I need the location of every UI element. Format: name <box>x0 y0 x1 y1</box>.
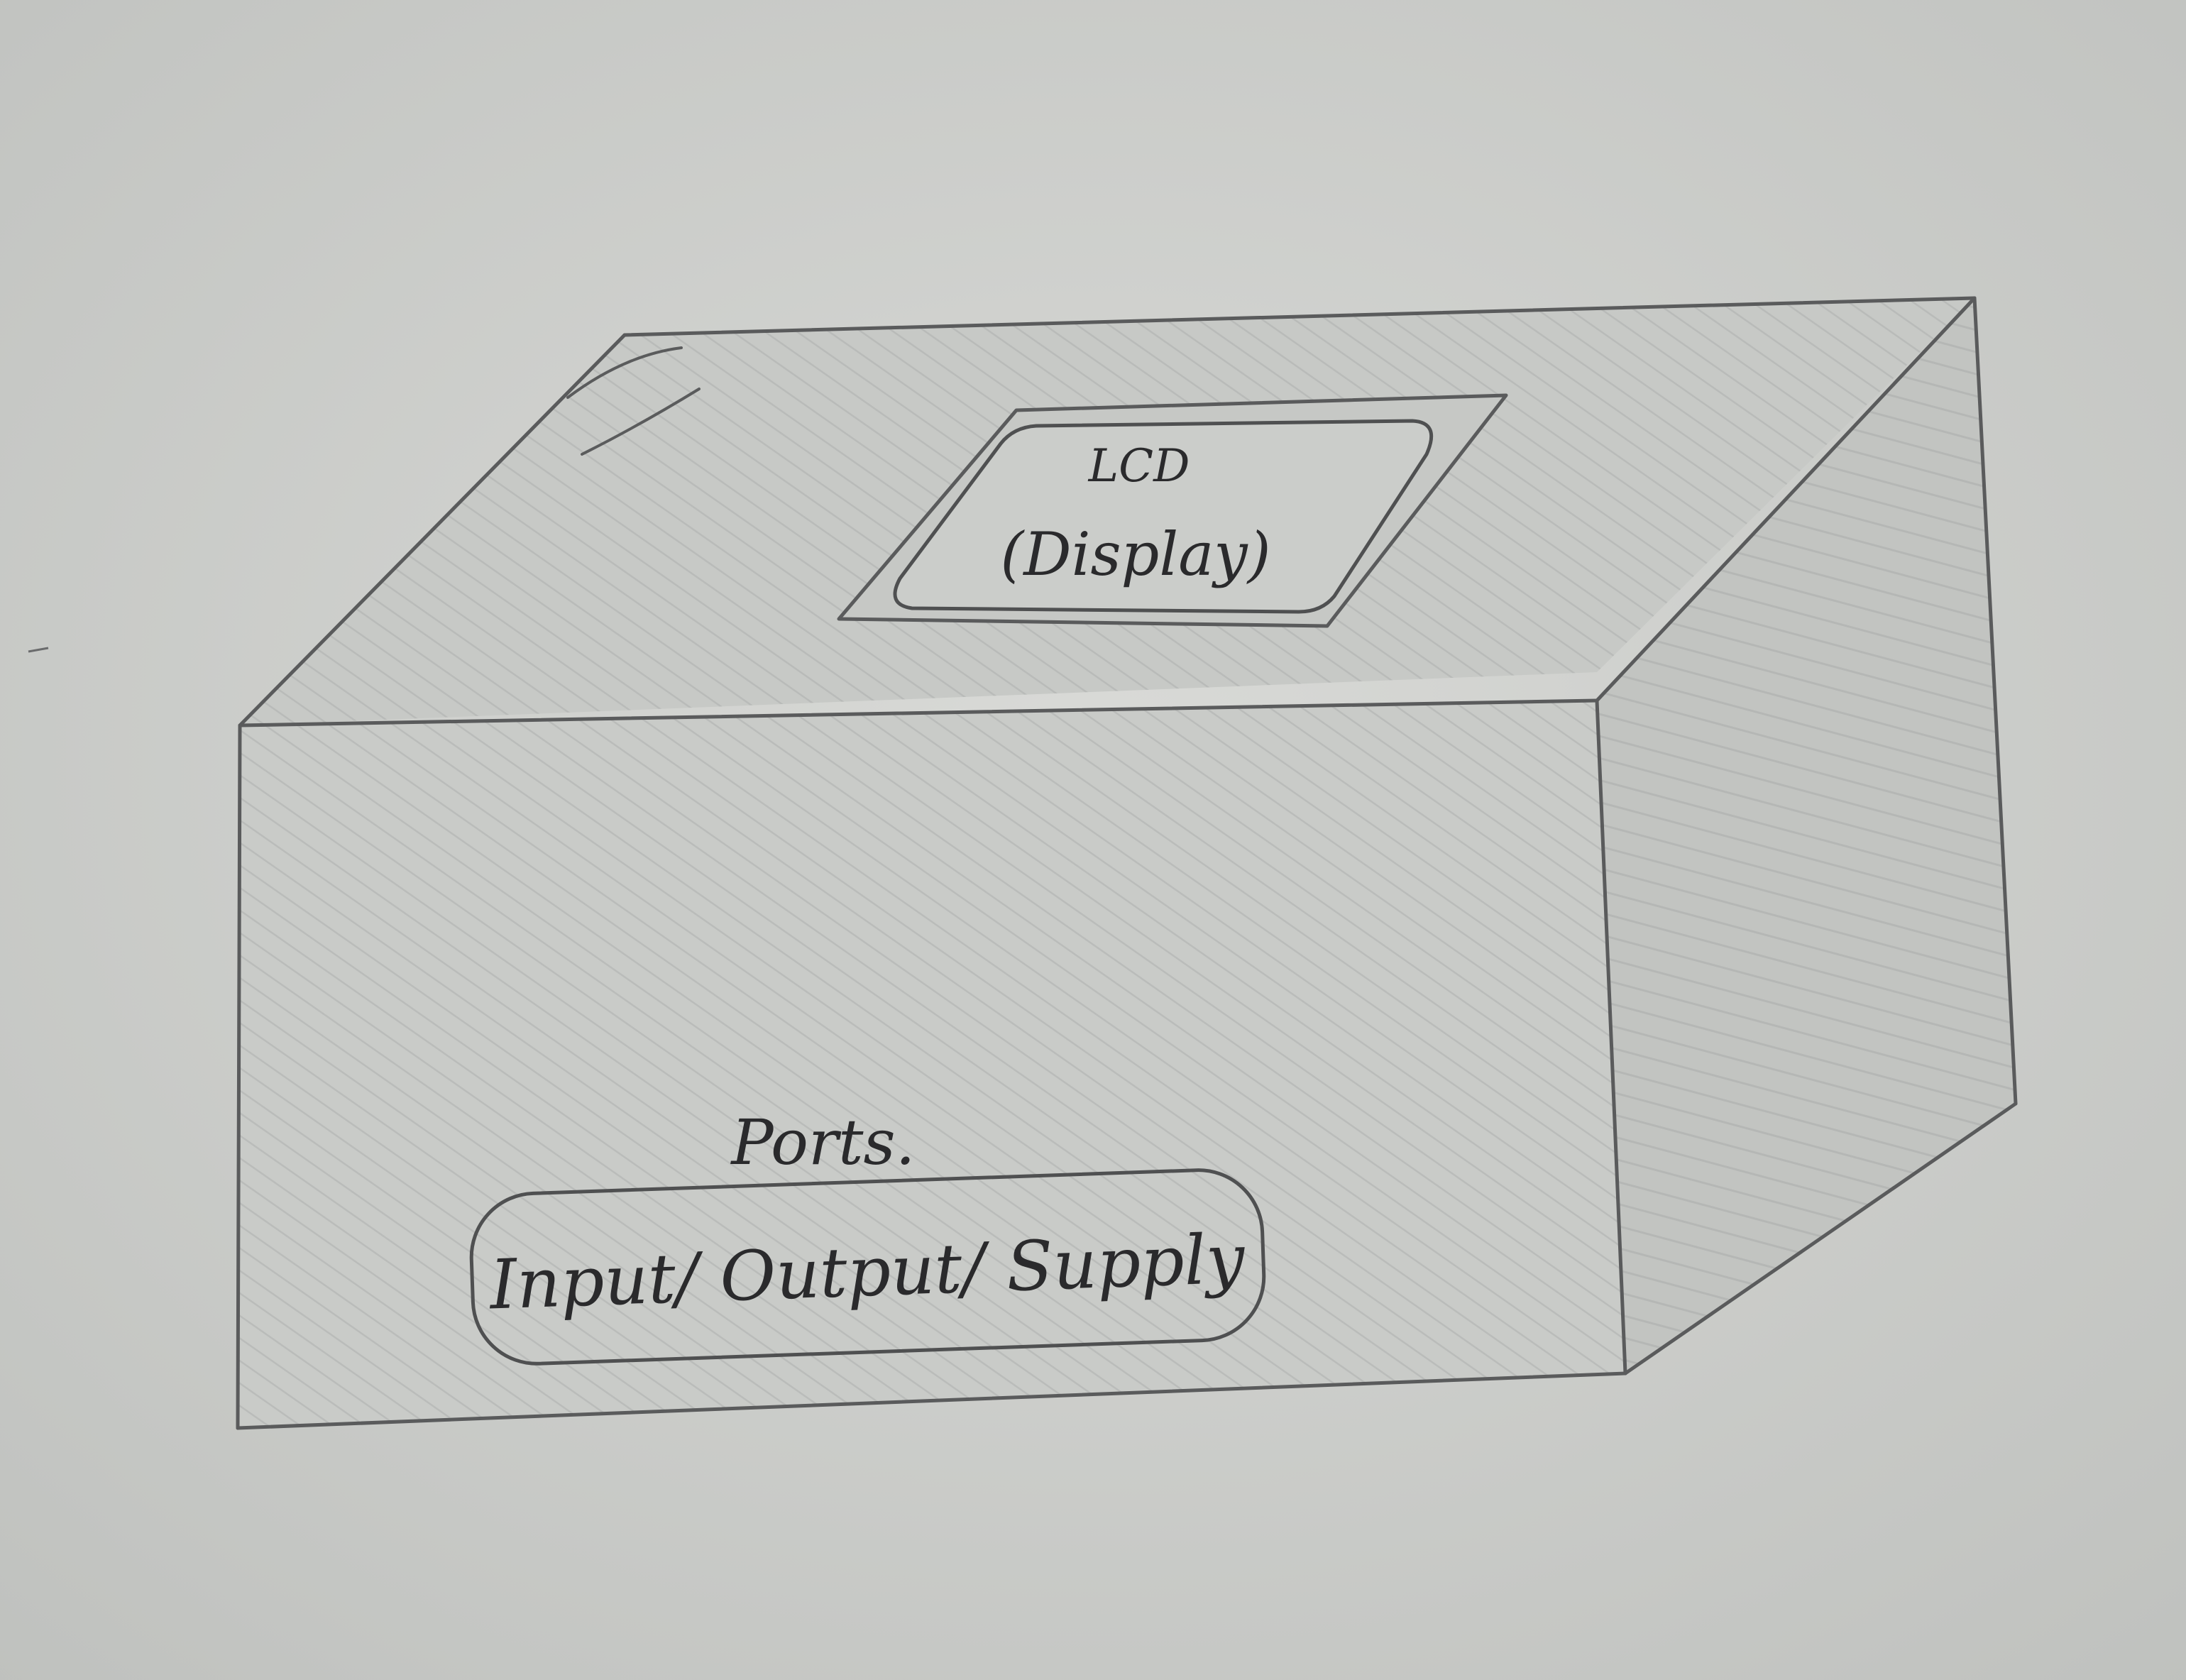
ports-title: Ports. <box>730 1106 915 1179</box>
box-front-face-shading <box>238 701 1625 1428</box>
lcd-display-sublabel: (Display) <box>1000 520 1270 589</box>
lcd-label: LCD <box>1088 440 1190 493</box>
